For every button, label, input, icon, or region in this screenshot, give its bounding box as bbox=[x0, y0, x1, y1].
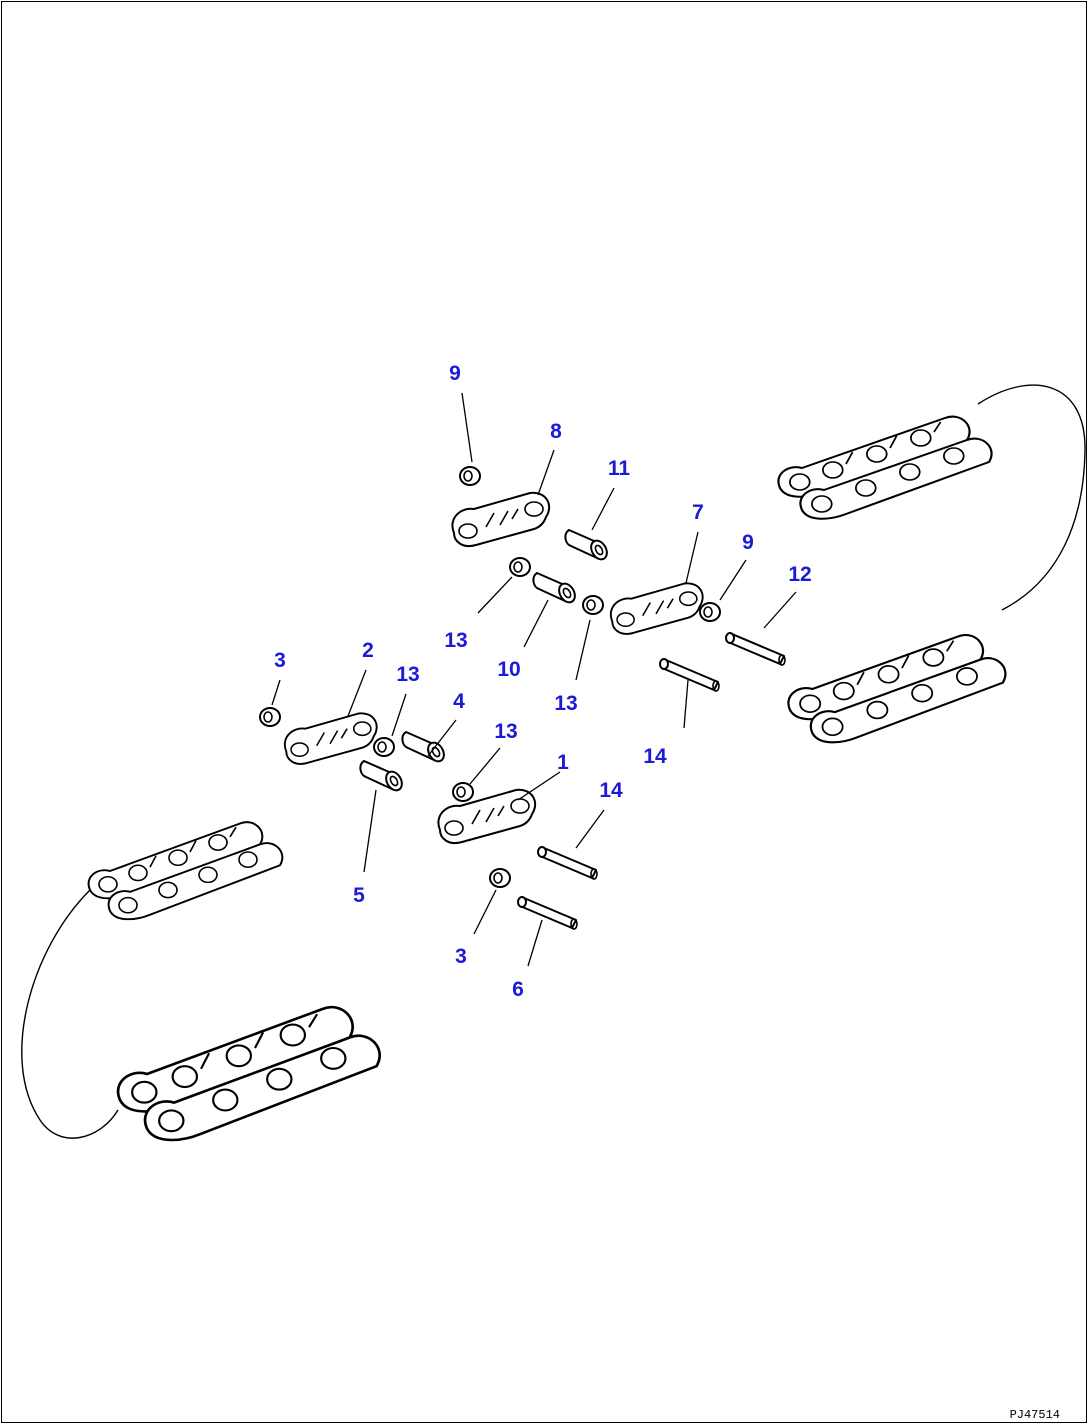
callout-8: 8 bbox=[550, 420, 562, 443]
callout-4: 4 bbox=[453, 690, 465, 713]
part-bushing-5 bbox=[359, 760, 407, 795]
part-nut-9-upper bbox=[459, 466, 481, 486]
part-pin-14-upper bbox=[659, 658, 720, 692]
part-link-7 bbox=[609, 582, 704, 635]
callout-13-upper: 13 bbox=[444, 629, 468, 652]
track-chain-section-middle-left bbox=[87, 821, 284, 921]
part-nut-3-left bbox=[259, 707, 281, 727]
callout-13-lower: 13 bbox=[494, 720, 518, 743]
part-link-2 bbox=[283, 712, 378, 765]
track-chain-section-lower-left bbox=[116, 1005, 382, 1142]
connecting-wire-left bbox=[21, 889, 119, 1139]
drawing-code: PJ47514 bbox=[1009, 1408, 1060, 1422]
callout-9-upper: 9 bbox=[449, 362, 461, 385]
part-bushing-10 bbox=[532, 572, 580, 607]
callout-10: 10 bbox=[497, 658, 521, 681]
callout-14-upper: 14 bbox=[643, 745, 667, 768]
callout-7: 7 bbox=[692, 501, 704, 524]
callout-3-lower: 3 bbox=[455, 945, 467, 968]
callout-9-right: 9 bbox=[742, 531, 754, 554]
callout-11: 11 bbox=[607, 457, 631, 480]
callout-13-left: 13 bbox=[396, 663, 420, 686]
track-chain-section-upper-right bbox=[777, 415, 993, 520]
part-seal-13-right bbox=[582, 595, 604, 615]
part-seal-13-left bbox=[373, 737, 395, 757]
callout-12: 12 bbox=[788, 563, 812, 586]
connecting-wire-right bbox=[977, 384, 1086, 611]
part-pin-12 bbox=[725, 632, 786, 666]
callout-1: 1 bbox=[557, 751, 569, 774]
callout-2: 2 bbox=[362, 639, 374, 662]
part-seal-13-upper bbox=[509, 557, 531, 577]
part-bushing-11 bbox=[564, 529, 612, 564]
part-seal-13-lower bbox=[452, 782, 474, 802]
callout-14-lower: 14 bbox=[599, 779, 623, 802]
callout-13-right: 13 bbox=[554, 692, 578, 715]
track-chain-section-middle-right bbox=[787, 633, 1007, 744]
part-bushing-4 bbox=[401, 731, 449, 766]
part-pin-14-lower bbox=[537, 846, 598, 880]
part-nut-3-lower bbox=[489, 868, 511, 888]
callout-3-left: 3 bbox=[274, 649, 286, 672]
callout-5: 5 bbox=[353, 884, 365, 907]
part-pin-6 bbox=[517, 896, 578, 930]
part-link-8 bbox=[451, 491, 551, 548]
leader-lines bbox=[271, 392, 797, 967]
callout-6: 6 bbox=[512, 978, 524, 1001]
part-nut-9-right bbox=[699, 602, 721, 622]
